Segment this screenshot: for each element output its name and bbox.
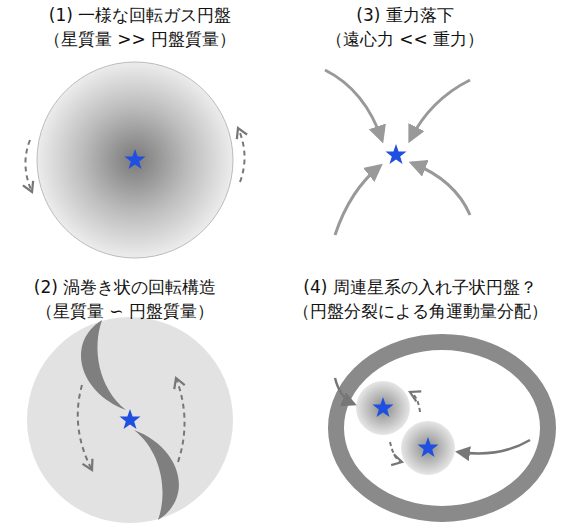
spiral-disk xyxy=(27,317,233,523)
panel-subtitle: （遠心力 << 重力） xyxy=(326,28,484,50)
panel-title: (2) 渦巻き状の回転構造 xyxy=(34,276,216,298)
panel-subtitle: （星質量 ∽ 円盤質量） xyxy=(36,300,214,322)
infall-arrows xyxy=(325,70,470,235)
panel-title: (4) 周連星系の入れ子状円盤？ xyxy=(303,276,536,298)
uniform-disk xyxy=(25,62,244,258)
panel-title: (1) 一様な回転ガス円盤 xyxy=(49,4,231,26)
panel-subtitle: （円盤分裂による角運動量分配） xyxy=(293,300,548,322)
panel-subtitle: （星質量 >> 円盤質量） xyxy=(44,28,236,50)
panel-title: (3) 重力落下 xyxy=(356,4,453,26)
circumbinary-disks xyxy=(335,342,548,514)
